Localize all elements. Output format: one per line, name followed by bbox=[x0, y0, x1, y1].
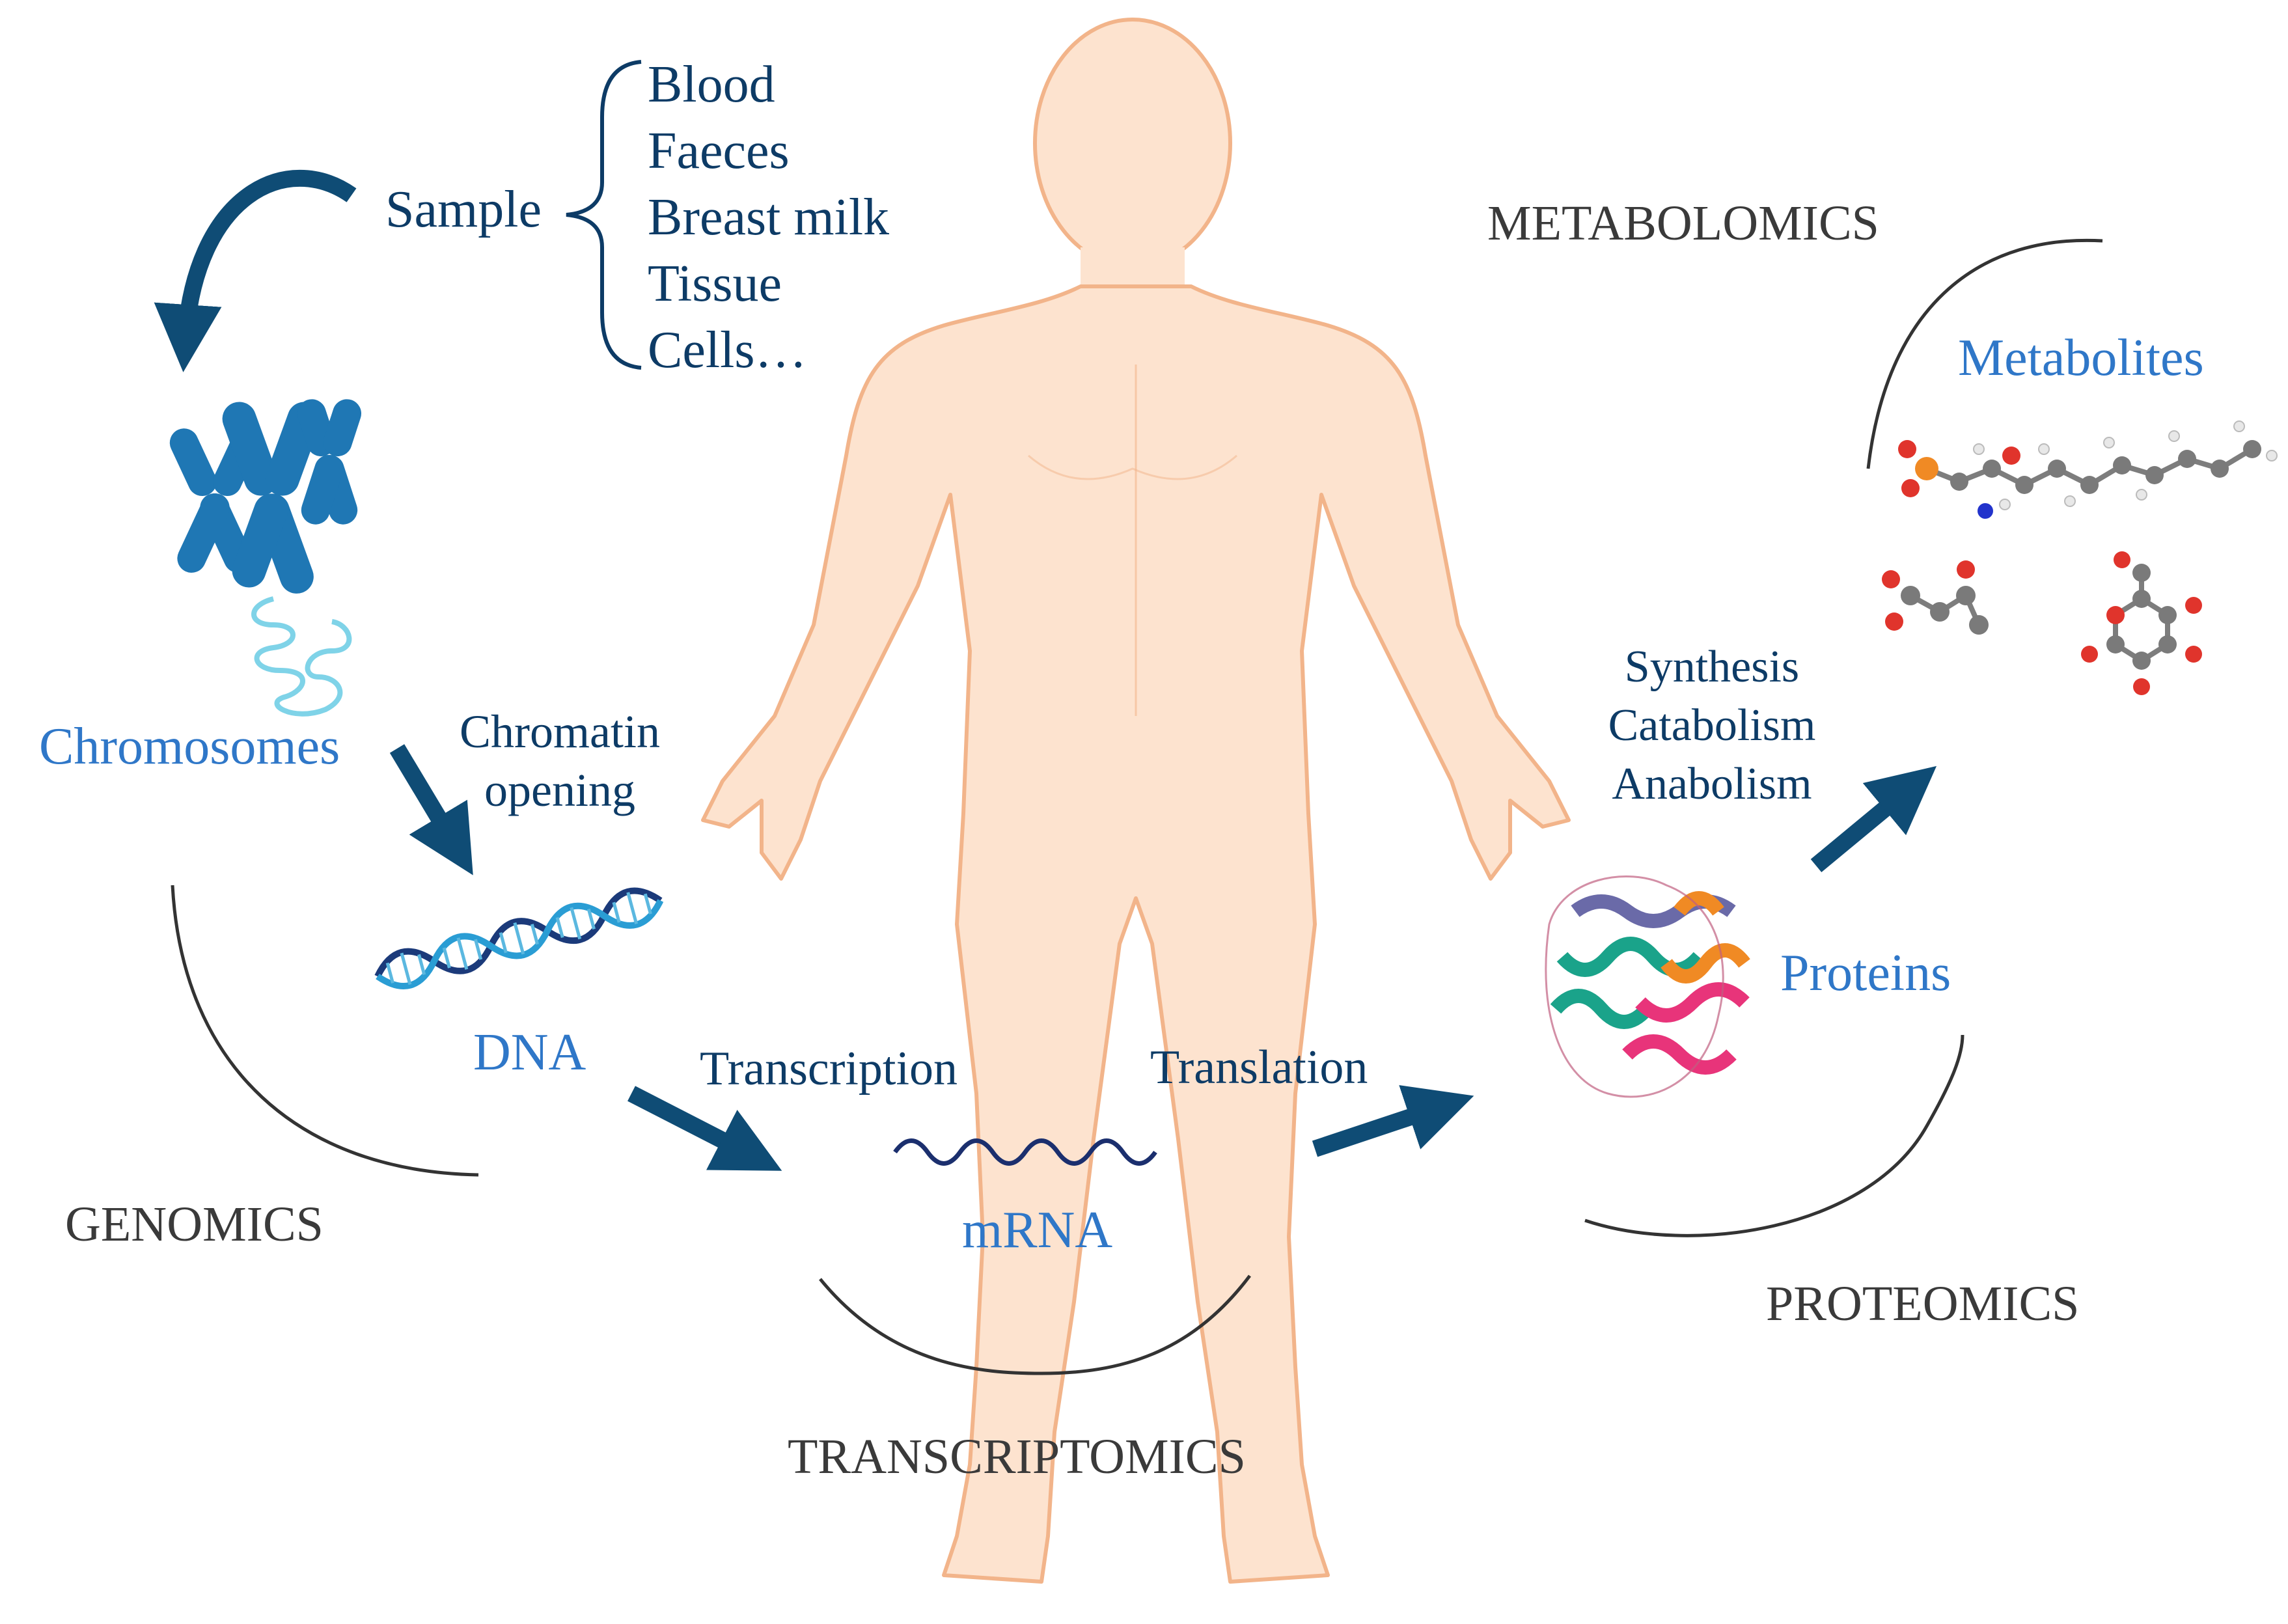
chromosomes-label: Chromosomes bbox=[39, 718, 340, 775]
transcription-label: Transcription bbox=[700, 1042, 958, 1095]
sample-item-cells: Cells… bbox=[648, 322, 807, 379]
proteomics-arc bbox=[1584, 1034, 1964, 1237]
metabolite-molecule-icon bbox=[1882, 420, 2278, 695]
process-anabolism: Anabolism bbox=[1612, 759, 1812, 809]
synthesis-arrow bbox=[1810, 765, 1937, 873]
dna-label: DNA bbox=[473, 1024, 586, 1081]
chromatin-arrow bbox=[389, 744, 473, 875]
sample-brace bbox=[566, 60, 642, 370]
protein-structure-icon bbox=[1545, 875, 1750, 1098]
translation-arrow bbox=[1312, 1085, 1474, 1157]
proteins-label: Proteins bbox=[1780, 944, 1951, 1002]
sample-to-chromosomes-arrow bbox=[154, 169, 357, 372]
translation-label: Translation bbox=[1150, 1041, 1368, 1094]
chromatin-label-line1: Chromatin bbox=[460, 706, 660, 758]
transcriptomics-arc bbox=[819, 1274, 1251, 1375]
process-catabolism: Catabolism bbox=[1608, 700, 1816, 750]
transcription-arrow bbox=[627, 1086, 782, 1171]
chromatin-label-line2: opening bbox=[484, 764, 635, 816]
genomics-label: GENOMICS bbox=[65, 1197, 324, 1252]
proteomics-label: PROTEOMICS bbox=[1766, 1276, 2080, 1331]
metabolomics-arc bbox=[1866, 238, 2103, 469]
sample-label: Sample bbox=[385, 181, 542, 238]
sample-item-tissue: Tissue bbox=[648, 255, 782, 312]
process-synthesis: Synthesis bbox=[1624, 642, 1800, 692]
sample-item-faeces: Faeces bbox=[648, 122, 790, 180]
sample-item-blood: Blood bbox=[648, 56, 775, 113]
mrna-strand-icon bbox=[893, 1138, 1157, 1166]
genomics-arc bbox=[171, 885, 479, 1177]
metabolomics-label: METABOLOMICS bbox=[1487, 196, 1879, 251]
dna-helix-icon bbox=[374, 887, 664, 989]
mrna-label: mRNA bbox=[962, 1202, 1113, 1259]
human-body-icon bbox=[701, 18, 1571, 1584]
metabolites-label: Metabolites bbox=[1958, 329, 2204, 387]
chromosomes-icon bbox=[169, 399, 362, 717]
transcriptomics-label: TRANSCRIPTOMICS bbox=[788, 1429, 1246, 1484]
sample-item-breast-milk: Breast milk bbox=[648, 189, 890, 246]
